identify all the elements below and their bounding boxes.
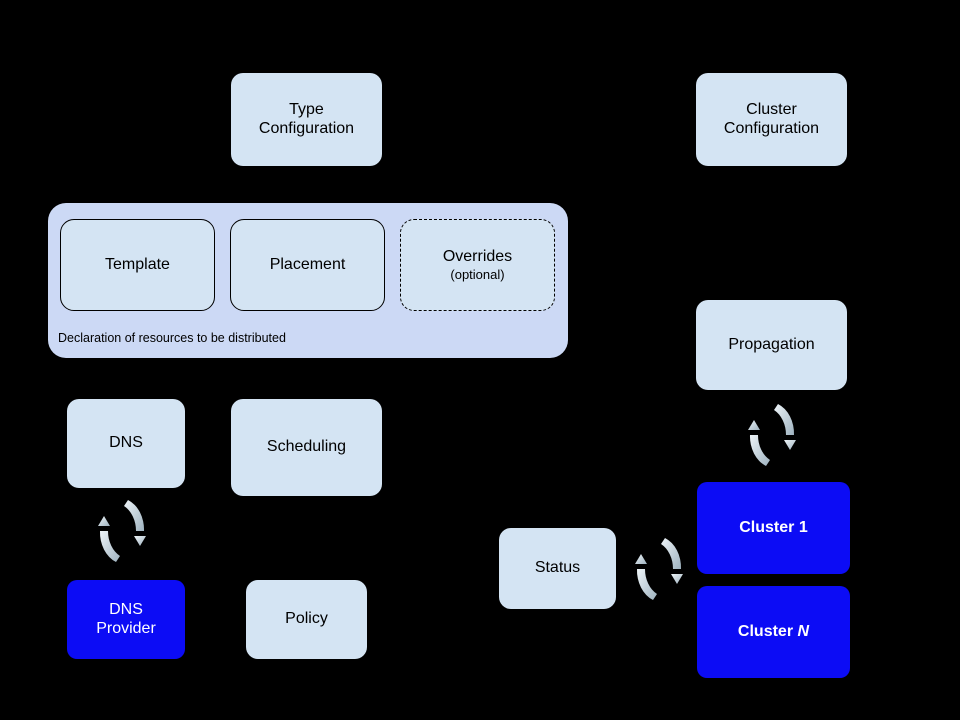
node-policy-label: Policy [285, 610, 328, 628]
node-template-label: Template [105, 255, 170, 273]
label-prefix: Cluster [739, 518, 799, 536]
node-dns-label: DNS [109, 434, 143, 452]
node-overrides[interactable]: Overrides (optional) [400, 219, 555, 311]
node-scheduling[interactable]: Scheduling [231, 399, 382, 496]
node-status[interactable]: Status [499, 528, 616, 609]
node-propagation[interactable]: Propagation [696, 300, 847, 390]
label-line-2: Configuration [258, 119, 355, 137]
group-caption: Declaration of resources to be distribut… [58, 331, 286, 345]
sync-status-icon [625, 530, 693, 608]
node-cluster-n[interactable]: Cluster N [697, 586, 850, 678]
node-overrides-label: Overrides (optional) [443, 248, 512, 282]
node-placement[interactable]: Placement [230, 219, 385, 311]
node-cluster-n-label: Cluster N [738, 623, 809, 642]
node-cluster-1-label: Cluster 1 [739, 519, 807, 538]
label-sublabel: (optional) [450, 266, 505, 282]
label-suffix: 1 [798, 518, 808, 536]
node-policy[interactable]: Policy [246, 580, 367, 659]
node-type-configuration[interactable]: Type Configuration [231, 73, 382, 166]
node-scheduling-label: Scheduling [266, 438, 347, 456]
sync-propagation-icon [738, 396, 806, 474]
node-cluster-1[interactable]: Cluster 1 [697, 482, 850, 574]
label-suffix: N [797, 622, 810, 640]
node-propagation-label: Propagation [728, 335, 815, 353]
node-dns-provider-label: DNS Provider [96, 601, 156, 639]
label-line-2: Provider [96, 619, 156, 637]
sync-dns-icon [88, 492, 156, 570]
label-line-1: Type [289, 100, 324, 118]
label-line-1: DNS [109, 600, 143, 618]
node-cluster-configuration[interactable]: Cluster Configuration [696, 73, 847, 166]
node-cluster-configuration-label: Cluster Configuration [724, 101, 819, 139]
node-placement-label: Placement [269, 255, 346, 273]
node-status-label: Status [534, 559, 581, 577]
label-line-2: Configuration [723, 119, 820, 137]
group-caption-label: Declaration of resources to be distribut… [58, 331, 286, 345]
node-template[interactable]: Template [60, 219, 215, 311]
node-type-configuration-label: Type Configuration [259, 101, 354, 139]
label-line-1: Cluster [746, 100, 797, 118]
node-dns[interactable]: DNS [67, 399, 185, 488]
label-main: Overrides [442, 247, 513, 265]
label-prefix: Cluster [737, 622, 798, 640]
node-dns-provider[interactable]: DNS Provider [67, 580, 185, 659]
